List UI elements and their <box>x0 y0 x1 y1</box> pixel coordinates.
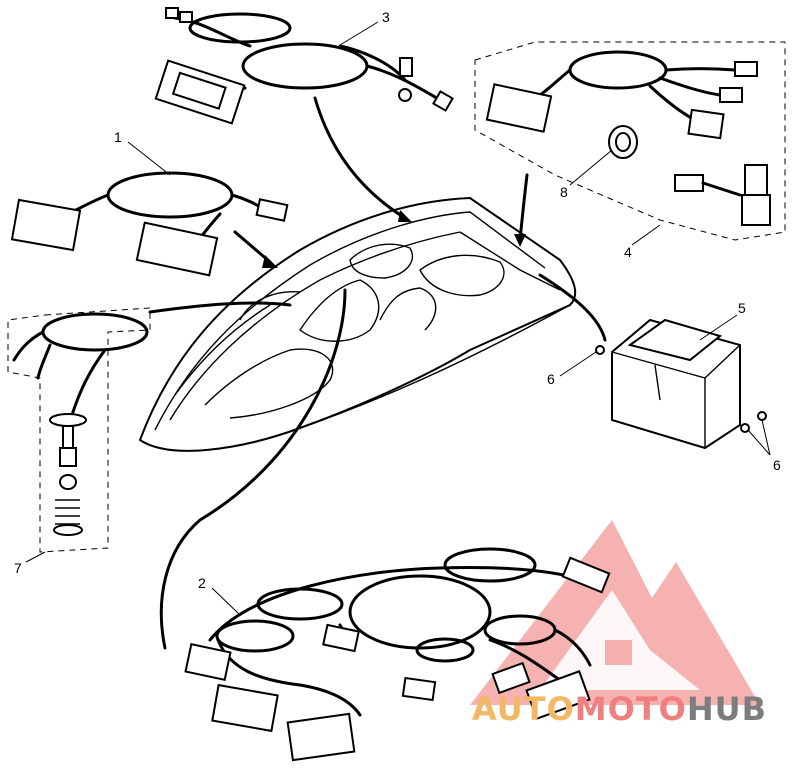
harness-7-group <box>7 301 292 553</box>
callout-5: 5 <box>738 300 746 316</box>
watermark-wordmark: AUTOMOTOHUB <box>472 690 767 728</box>
callout-6-left: 6 <box>547 371 555 387</box>
watermark-text-hub: HUB <box>687 690 767 728</box>
callout-4: 4 <box>624 244 632 260</box>
harness-1 <box>10 171 289 277</box>
callout-8: 8 <box>560 184 568 200</box>
callout-labels: 1 2 3 4 5 6 6 7 8 <box>14 9 781 591</box>
callout-3: 3 <box>382 9 390 25</box>
watermark-text-moto: MOTO <box>575 690 687 728</box>
boat-hull <box>138 196 577 452</box>
harness-2 <box>159 288 611 762</box>
watermark-triangle-notch <box>605 640 632 665</box>
watermark-logo <box>470 520 760 705</box>
callout-2: 2 <box>198 575 206 591</box>
callout-leaders <box>25 21 771 616</box>
harness-4-group <box>474 41 786 247</box>
watermark-text-auto: AUTO <box>472 690 575 728</box>
callout-6-right: 6 <box>773 457 781 473</box>
callout-1: 1 <box>114 129 122 145</box>
harness-3 <box>154 7 454 222</box>
svg-text:AUTOMOTOHUB: AUTOMOTOHUB <box>472 690 767 728</box>
battery-box-5 <box>538 273 767 450</box>
callout-7: 7 <box>14 560 22 576</box>
